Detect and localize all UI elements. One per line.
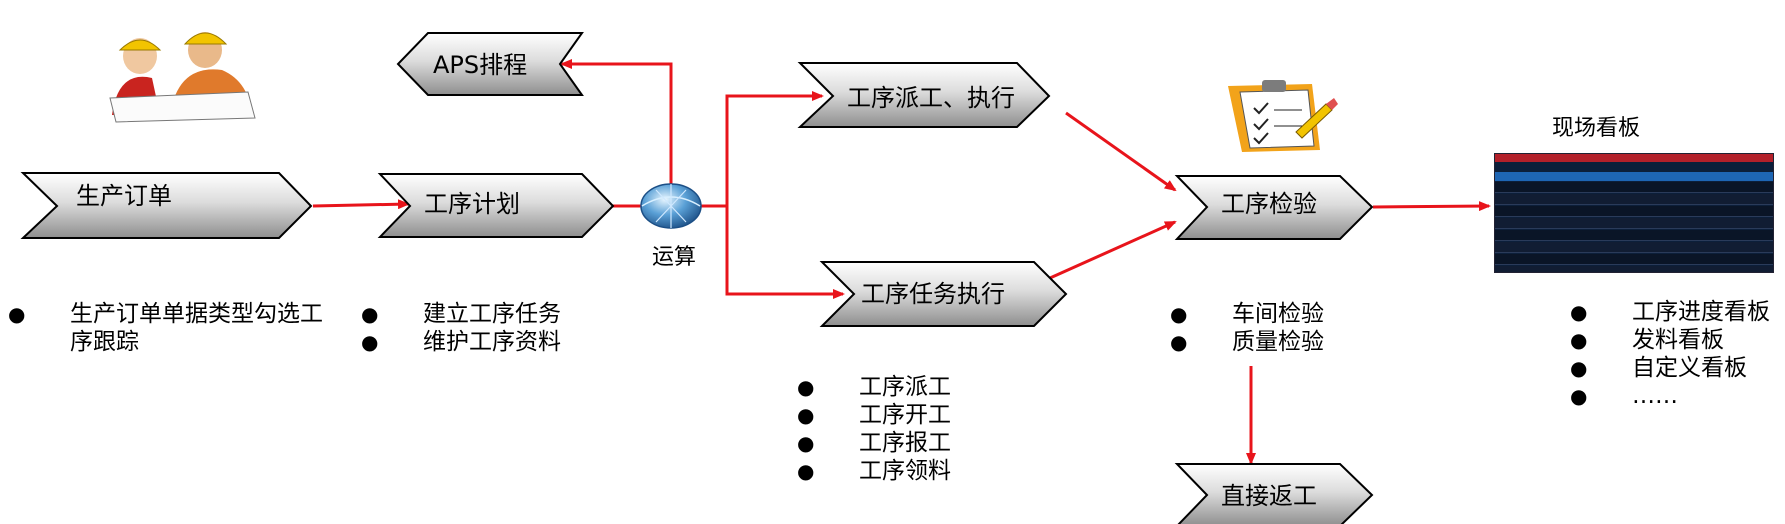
- svg-text:工序任务执行: 工序任务执行: [861, 280, 1005, 308]
- dashboard-row: [1495, 218, 1773, 229]
- list-item: 工序报工: [797, 429, 951, 457]
- dashboard-row: [1495, 266, 1773, 272]
- dashboard-header-bar: [1495, 154, 1773, 162]
- order-notes: 生产订单单据类型勾选工序跟踪: [8, 300, 338, 356]
- task-notes: 工序派工 工序开工 工序报工 工序领料: [797, 373, 951, 485]
- list-item: 建立工序任务: [361, 300, 561, 328]
- list-item: 工序开工: [797, 401, 951, 429]
- list-item: 维护工序资料: [361, 328, 561, 356]
- list-item: 生产订单单据类型勾选工序跟踪: [8, 300, 338, 356]
- list-item: 发料看板: [1570, 326, 1770, 354]
- list-item: 自定义看板: [1570, 354, 1770, 382]
- inspection-notes: 车间检验 质量检验: [1170, 300, 1324, 356]
- svg-text:工序计划: 工序计划: [424, 190, 520, 218]
- dashboard-row: [1495, 206, 1773, 217]
- arrow-hub-to-aps: [560, 59, 673, 190]
- node-production-order: 生产订单: [20, 172, 313, 239]
- node-direct-rework: 直接返工: [1174, 463, 1374, 524]
- node-dispatch-execute: 工序派工、执行: [797, 62, 1051, 128]
- arrow-inspect-to-board: [1372, 201, 1491, 212]
- clipboard-icon: [1228, 80, 1338, 152]
- dashboard-row: [1495, 254, 1773, 265]
- arrow-hub-to-dispatch: [725, 91, 824, 206]
- workers-icon: [109, 32, 256, 123]
- globe-icon: [640, 183, 702, 229]
- dashboard-row: [1495, 242, 1773, 253]
- dashboard-screenshot: [1494, 153, 1774, 273]
- svg-text:直接返工: 直接返工: [1221, 482, 1317, 510]
- arrow-task-to-inspect: [1049, 220, 1177, 280]
- dashboard-table-head: [1495, 172, 1773, 181]
- node-aps: APS排程: [396, 32, 584, 96]
- connectors: [312, 59, 1491, 465]
- svg-text:工序检验: 工序检验: [1221, 190, 1317, 218]
- dashboard-row: [1495, 182, 1773, 193]
- list-item: 车间检验: [1170, 300, 1324, 328]
- list-item: 工序领料: [797, 457, 951, 485]
- list-item: 工序进度看板: [1570, 298, 1770, 326]
- svg-text:APS排程: APS排程: [433, 51, 527, 79]
- dashboard-row: [1495, 194, 1773, 205]
- node-task-execute: 工序任务执行: [819, 261, 1068, 327]
- list-item: 质量检验: [1170, 328, 1324, 356]
- arrow-hub-to-task: [725, 206, 845, 299]
- svg-text:工序派工、执行: 工序派工、执行: [847, 84, 1015, 112]
- list-item: ……: [1570, 382, 1770, 410]
- node-process-inspection: 工序检验: [1174, 175, 1374, 240]
- node-process-plan: 工序计划: [377, 173, 615, 238]
- board-notes: 工序进度看板 发料看板 自定义看板 ……: [1570, 298, 1770, 410]
- compute-label: 运算: [652, 245, 696, 270]
- svg-text:生产订单: 生产订单: [76, 182, 172, 210]
- plan-notes: 建立工序任务 维护工序资料: [361, 300, 561, 356]
- arrow-dispatch-to-inspect: [1065, 111, 1177, 192]
- dashboard-title-strip: [1495, 162, 1773, 172]
- list-item: 工序派工: [797, 373, 951, 401]
- board-title: 现场看板: [1552, 116, 1640, 141]
- arrow-order-to-plan: [312, 199, 410, 210]
- dashboard-row: [1495, 230, 1773, 241]
